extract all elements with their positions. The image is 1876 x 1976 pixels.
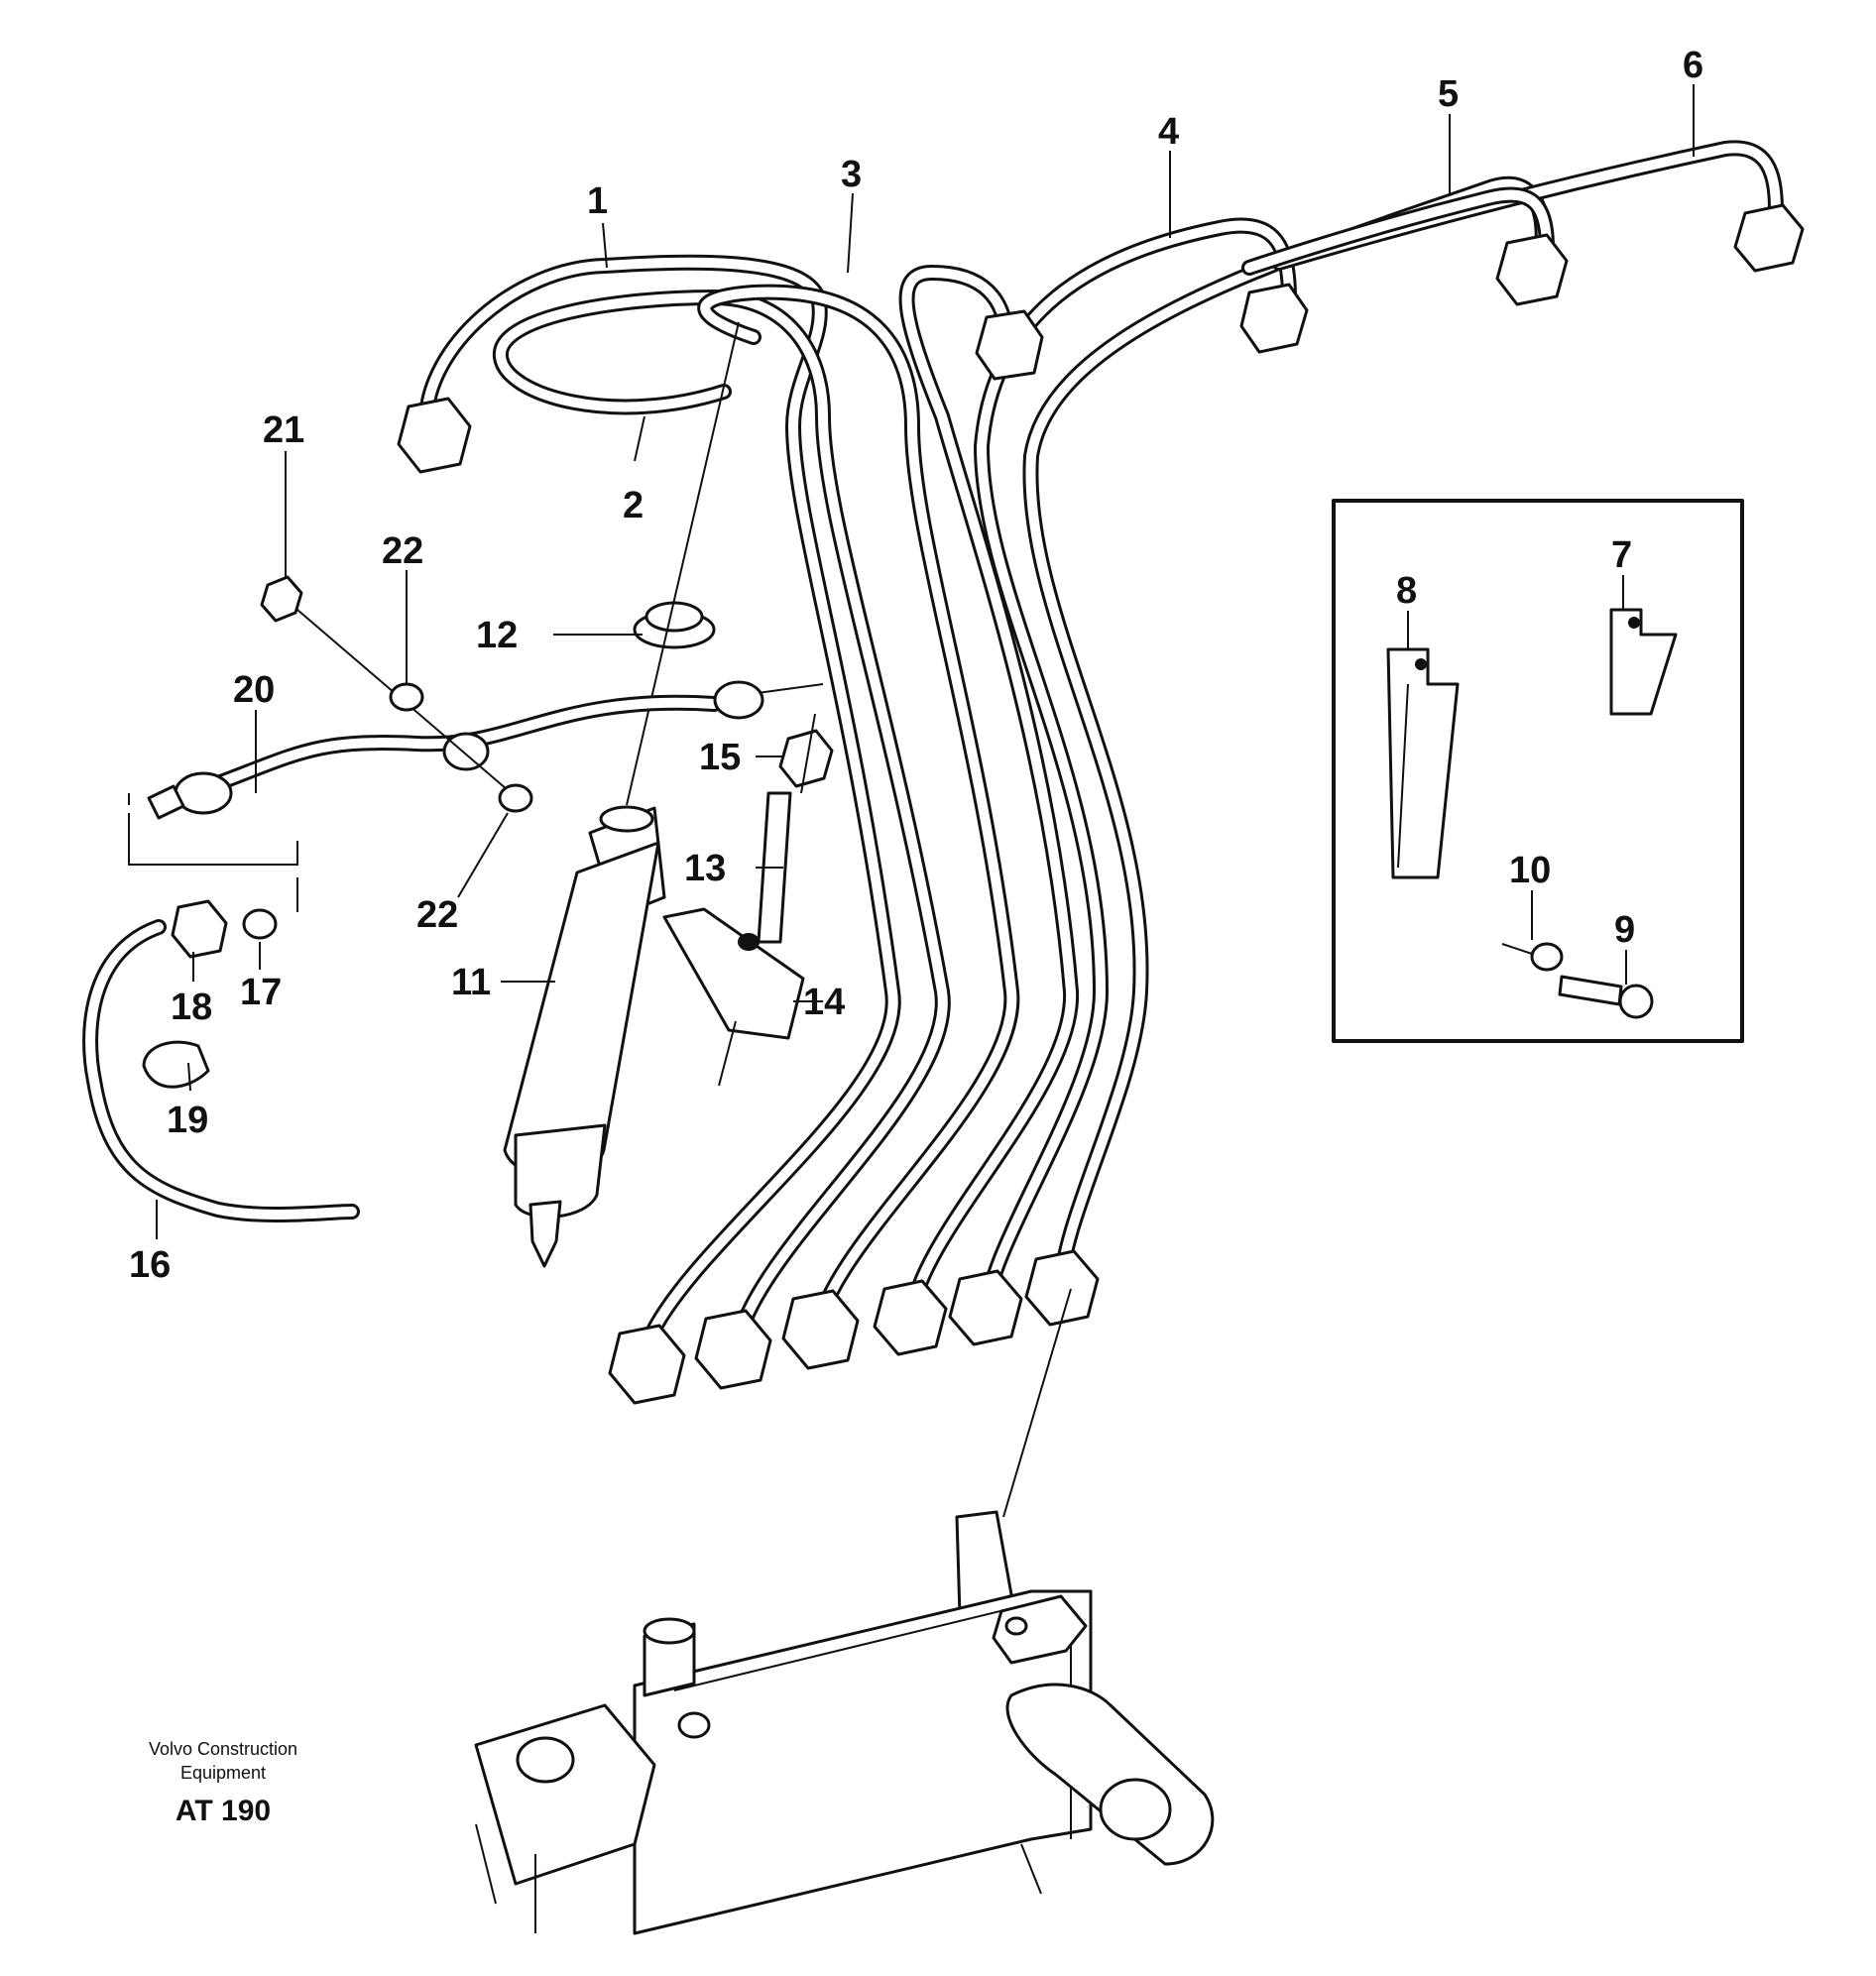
company-line-2: Equipment [179, 1763, 267, 1783]
company-line-1: Volvo Construction [148, 1739, 298, 1759]
callout-4: 4 [1158, 111, 1179, 153]
callout-19: 19 [167, 1100, 208, 1141]
callout-22-lower: 22 [416, 894, 458, 936]
callout-17: 17 [240, 972, 282, 1013]
figure-code: AT 190 [175, 1795, 272, 1827]
callout-15: 15 [699, 737, 741, 778]
callout-20: 20 [233, 669, 275, 711]
callout-2: 2 [623, 485, 644, 526]
injection-pipe-bundle [397, 140, 1805, 1405]
callout-1: 1 [587, 180, 608, 222]
callout-10: 10 [1509, 850, 1551, 891]
injection-pump [474, 1288, 1215, 1935]
clip-inset [1332, 499, 1744, 1043]
callout-21: 21 [263, 409, 304, 451]
callout-11: 11 [451, 962, 491, 1003]
company-caption: Volvo Construction Equipment [109, 1737, 337, 1785]
injector-assembly [503, 321, 834, 1268]
callout-16: 16 [129, 1244, 171, 1286]
callout-22-upper: 22 [382, 530, 423, 572]
callout-8: 8 [1396, 570, 1417, 612]
callout-leaders [156, 84, 1695, 1239]
callout-5: 5 [1438, 73, 1459, 115]
leak-off-line [128, 575, 824, 912]
callout-13: 13 [684, 848, 726, 889]
callout-12: 12 [476, 615, 518, 656]
callout-labels: 1 2 3 4 5 6 7 8 9 10 11 12 13 14 15 16 1… [129, 45, 1703, 1286]
callout-3: 3 [841, 154, 862, 195]
return-hose [82, 899, 360, 1223]
callout-18: 18 [171, 987, 212, 1028]
callout-9: 9 [1614, 909, 1635, 951]
callout-7: 7 [1611, 534, 1632, 576]
callout-6: 6 [1683, 45, 1703, 86]
callout-14: 14 [803, 982, 845, 1023]
